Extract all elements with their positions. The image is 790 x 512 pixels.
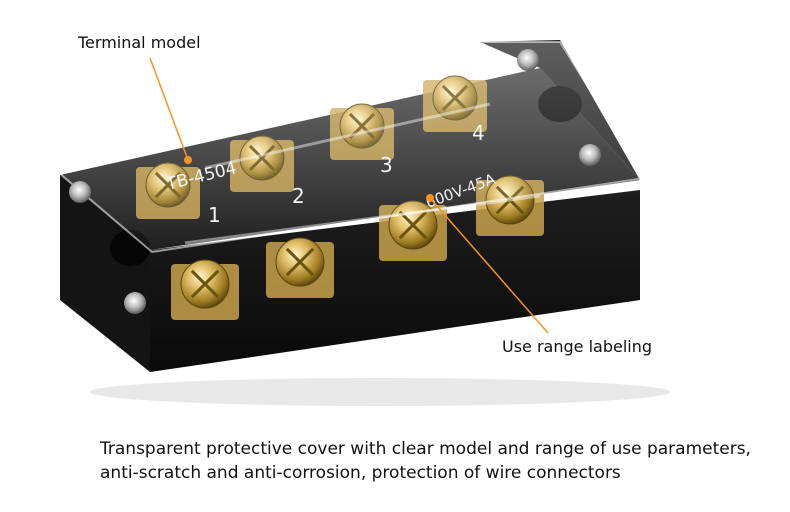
cover-corner-screws xyxy=(69,49,601,314)
caption-line-2: anti-scratch and anti-corrosion, protect… xyxy=(100,463,621,483)
callout-lines xyxy=(149,57,549,334)
lower-terminal-screw xyxy=(266,237,334,298)
caption: Transparent protective cover with clear … xyxy=(100,437,780,485)
position-number: 2 xyxy=(292,184,305,208)
position-number: 1 xyxy=(208,203,221,227)
lower-terminal-screw xyxy=(171,259,239,320)
position-number: 4 xyxy=(472,121,485,145)
terminal-model-dot xyxy=(184,156,192,164)
position-number: 3 xyxy=(380,153,393,177)
cover-ribs xyxy=(184,102,541,245)
callout-range-labeling: Use range labeling xyxy=(502,337,653,356)
transparent-cover xyxy=(55,41,647,254)
caption-line-1: Transparent protective cover with clear … xyxy=(100,439,751,459)
terminal-model-leader xyxy=(149,57,189,161)
block-left-end xyxy=(60,175,150,372)
floor-shadow xyxy=(90,378,670,406)
range-label-leader xyxy=(429,197,549,334)
callout-terminal-model: Terminal model xyxy=(78,33,201,52)
range-label-dot xyxy=(426,194,434,202)
position-numbers: 1 2 3 4 xyxy=(208,121,485,227)
